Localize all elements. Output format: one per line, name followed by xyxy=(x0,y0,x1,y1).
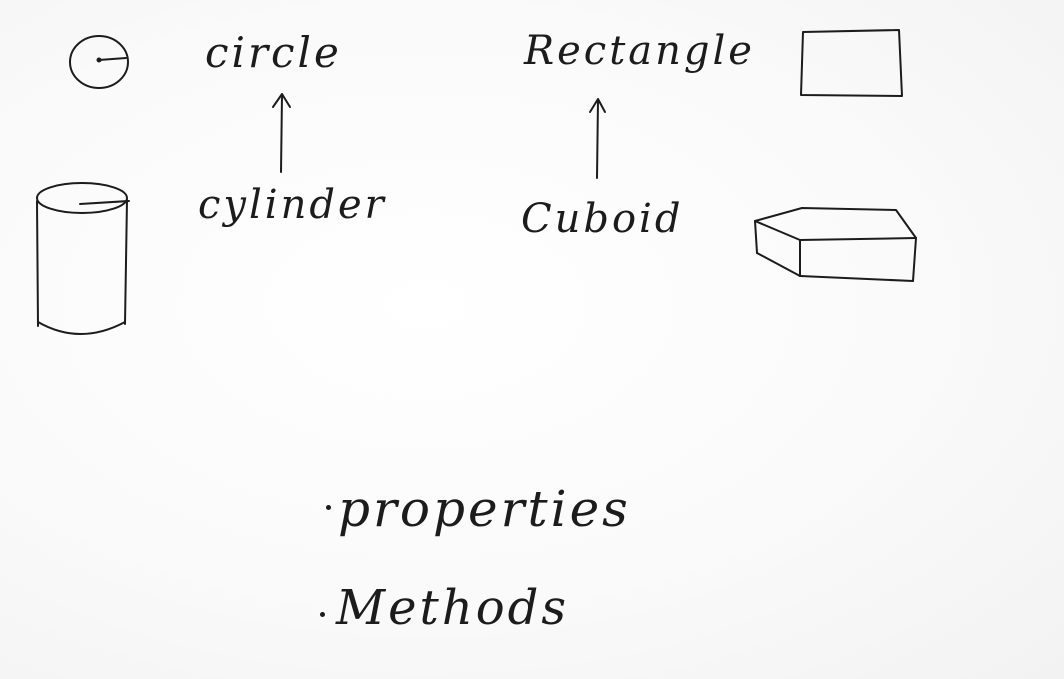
circle-shape xyxy=(69,35,129,89)
bullet-properties xyxy=(326,505,331,510)
bullet-methods xyxy=(320,612,325,617)
arrow-cylinder-to-circle xyxy=(272,93,291,173)
rectangle-shape xyxy=(800,29,903,97)
label-cylinder: cylinder xyxy=(198,182,387,228)
label-cuboid: Cuboid xyxy=(521,196,684,242)
cuboid-shape xyxy=(754,207,917,282)
cylinder-shape xyxy=(36,182,130,335)
label-rectangle: Rectangle xyxy=(524,28,755,74)
list-item-properties: properties xyxy=(338,480,631,538)
arrow-cuboid-to-rectangle xyxy=(589,98,606,179)
label-circle: circle xyxy=(205,28,342,77)
list-item-methods: Methods xyxy=(336,580,570,636)
